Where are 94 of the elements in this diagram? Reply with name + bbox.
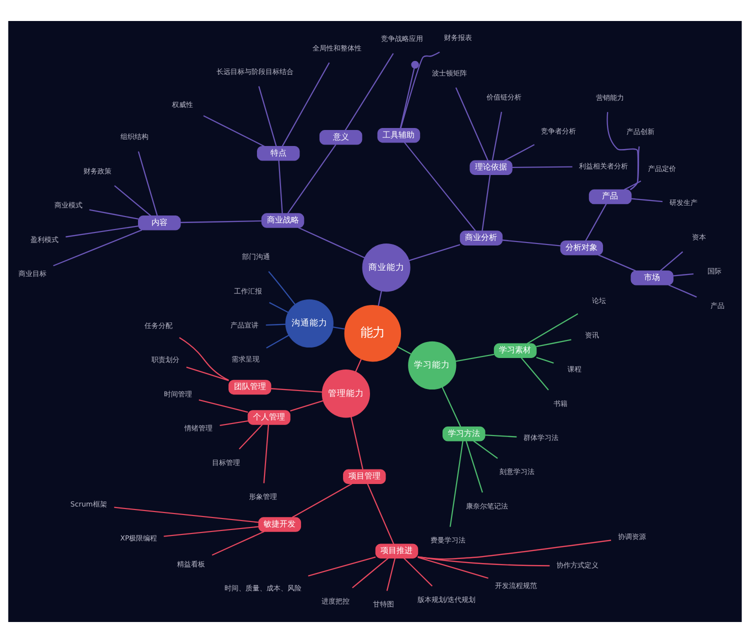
connector — [263, 424, 270, 484]
connector — [668, 284, 697, 298]
connector — [269, 302, 289, 313]
connector — [198, 399, 248, 413]
node-box: 学习素材 — [494, 343, 537, 358]
connector — [164, 526, 259, 537]
connector — [386, 558, 396, 591]
connector — [332, 326, 345, 330]
connector — [418, 556, 488, 579]
connector — [606, 112, 639, 190]
connector — [114, 506, 259, 523]
node-box: 团队管理 — [228, 380, 272, 395]
connector — [352, 558, 389, 588]
connector — [66, 225, 138, 238]
connector — [418, 540, 612, 560]
node-circle: 学习能力 — [408, 341, 456, 390]
connector — [418, 556, 550, 566]
connector — [512, 166, 572, 168]
connector — [631, 198, 663, 202]
connector — [114, 185, 152, 216]
node-box: 学习方法 — [442, 426, 486, 442]
connector — [220, 420, 248, 426]
connector — [268, 271, 296, 305]
connector — [258, 86, 277, 146]
connector — [630, 146, 640, 190]
connector — [526, 313, 578, 344]
connector — [292, 483, 352, 518]
connector — [492, 112, 502, 161]
node-box: 工具辅助 — [377, 128, 420, 143]
connector — [89, 209, 138, 220]
node-box: 特点 — [256, 146, 300, 161]
connector — [466, 440, 483, 493]
connector — [266, 334, 290, 349]
node-box: 个人管理 — [248, 410, 290, 425]
node-circle: 商业能力 — [362, 244, 410, 292]
connector — [598, 254, 636, 272]
node-box: 商业战略 — [261, 213, 304, 228]
connector — [179, 337, 229, 381]
connector — [282, 62, 330, 146]
connector — [290, 400, 324, 412]
connector — [624, 180, 642, 190]
connector — [536, 356, 554, 364]
connector — [355, 359, 362, 372]
node-box: 项目推进 — [375, 544, 418, 558]
connector — [212, 531, 264, 556]
connector — [400, 68, 415, 128]
connector — [484, 434, 517, 438]
connector — [408, 244, 460, 262]
connector — [473, 440, 498, 459]
connector — [482, 174, 491, 232]
connector — [502, 240, 561, 246]
node-box: 意义 — [319, 130, 362, 145]
connector — [378, 290, 382, 306]
connector — [366, 484, 394, 544]
connector — [442, 386, 462, 428]
node-circle: 管理能力 — [322, 370, 370, 418]
connector — [520, 357, 549, 390]
connector — [400, 52, 440, 128]
connector — [344, 53, 394, 131]
connector — [298, 227, 365, 258]
node-circle: 能力 — [344, 305, 402, 362]
connector — [403, 558, 433, 586]
connector — [180, 220, 262, 224]
connector — [585, 204, 607, 242]
connector — [203, 115, 265, 147]
node-box: 理论依据 — [470, 160, 512, 176]
connector — [450, 440, 464, 527]
node-box: 项目管理 — [343, 469, 386, 484]
connector — [404, 142, 476, 232]
connector — [287, 144, 336, 214]
connector — [397, 346, 412, 355]
connector — [271, 388, 322, 393]
connector — [455, 87, 488, 161]
node-circle — [411, 60, 419, 69]
connector — [186, 366, 229, 382]
connector — [350, 416, 364, 470]
node-circle: 沟通能力 — [285, 299, 334, 348]
node-box: 分析对象 — [560, 240, 604, 256]
connector — [238, 424, 263, 450]
connector — [138, 151, 158, 216]
connector — [308, 556, 376, 576]
node-box: 商业分析 — [460, 230, 503, 246]
node-box: 市场 — [630, 270, 674, 286]
node-box: 敏捷开发 — [258, 517, 302, 532]
node-box: 产品 — [588, 189, 632, 204]
connector — [455, 354, 494, 362]
connector — [504, 144, 535, 162]
connector — [53, 229, 142, 266]
connector — [278, 160, 283, 214]
connector — [536, 339, 572, 348]
connector — [673, 273, 694, 276]
node-box: 内容 — [138, 216, 181, 230]
connector — [660, 251, 684, 272]
connector — [266, 324, 286, 326]
